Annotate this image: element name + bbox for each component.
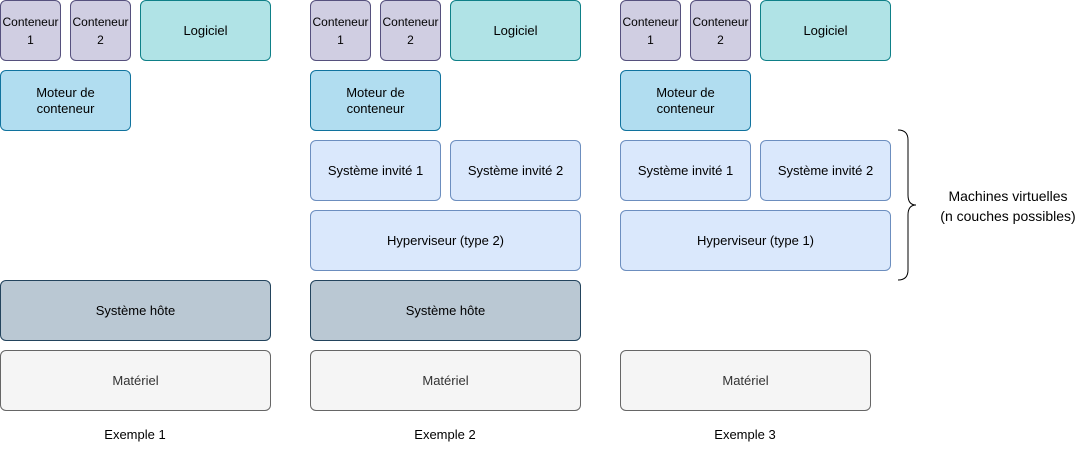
virtual-machines-label: Machines virtuelles (n couches possibles… bbox=[926, 186, 1090, 226]
host-system-box: Système hôte bbox=[310, 280, 581, 341]
guest-system-1-box: Système invité 1 bbox=[310, 140, 441, 201]
guest-system-2-box: Système invité 2 bbox=[760, 140, 891, 201]
container-engine-box: Moteur de conteneur bbox=[620, 70, 751, 131]
container-engine-box: Moteur de conteneur bbox=[310, 70, 441, 131]
example-caption: Exemple 1 bbox=[104, 427, 166, 442]
hypervisor-box: Hyperviseur (type 2) bbox=[310, 210, 581, 271]
curly-brace-icon bbox=[897, 129, 917, 281]
hypervisor-box: Hyperviseur (type 1) bbox=[620, 210, 891, 271]
container-2-box: Conteneur 2 bbox=[70, 0, 131, 61]
host-system-box: Système hôte bbox=[0, 280, 271, 341]
virtual-machines-label-line1: Machines virtuelles bbox=[948, 188, 1068, 204]
container-1-box: Conteneur 1 bbox=[620, 0, 681, 61]
guest-system-2-box: Système invité 2 bbox=[450, 140, 581, 201]
software-box: Logiciel bbox=[760, 0, 891, 61]
container-1-box: Conteneur 1 bbox=[0, 0, 61, 61]
hardware-box: Matériel bbox=[310, 350, 581, 411]
hardware-box: Matériel bbox=[620, 350, 871, 411]
example-caption: Exemple 2 bbox=[414, 427, 476, 442]
example-caption: Exemple 3 bbox=[714, 427, 776, 442]
software-box: Logiciel bbox=[450, 0, 581, 61]
container-engine-box: Moteur de conteneur bbox=[0, 70, 131, 131]
software-box: Logiciel bbox=[140, 0, 271, 61]
container-1-box: Conteneur 1 bbox=[310, 0, 371, 61]
virtual-machines-label-line2: (n couches possibles) bbox=[940, 208, 1076, 224]
guest-system-1-box: Système invité 1 bbox=[620, 140, 751, 201]
container-2-box: Conteneur 2 bbox=[380, 0, 441, 61]
container-2-box: Conteneur 2 bbox=[690, 0, 751, 61]
hardware-box: Matériel bbox=[0, 350, 271, 411]
